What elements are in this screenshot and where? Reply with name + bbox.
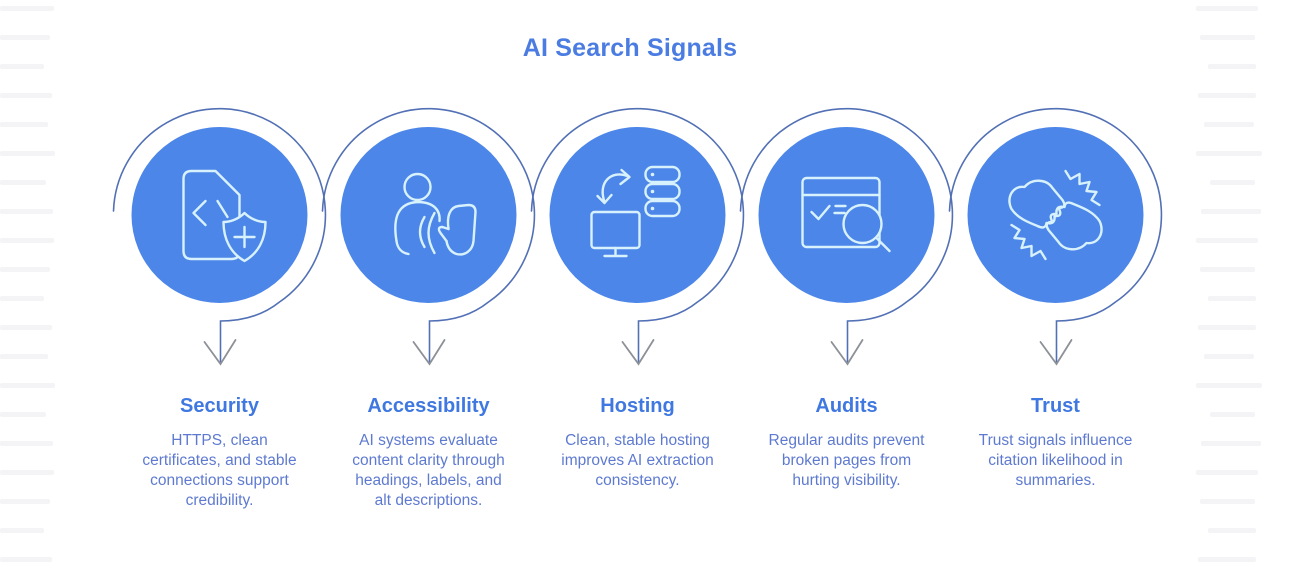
signal-label: Audits [815, 395, 878, 417]
browser-check-magnifier-icon [801, 176, 891, 253]
background-text-stripe [0, 354, 48, 359]
background-text-stripe [1208, 528, 1256, 533]
background-text-stripe [1200, 499, 1255, 504]
accessibility-graphic [321, 107, 536, 365]
signals-row: Security HTTPS, clean certificates, and … [112, 100, 1163, 512]
background-text-stripes-left [0, 6, 58, 572]
background-text-stripe [1208, 296, 1256, 301]
signal-item-accessibility: Accessibility AI systems evaluate conten… [321, 100, 536, 512]
signal-description: Regular audits prevent broken pages from… [768, 432, 925, 490]
hosting-disc [549, 127, 726, 303]
background-text-stripe [1200, 35, 1255, 40]
signal-item-hosting: Hosting Clean, stable hosting improves A… [530, 100, 745, 512]
background-text-stripe [1198, 325, 1256, 330]
person-voice-hand-icon [394, 172, 477, 256]
background-text-stripe [0, 6, 54, 11]
security-graphic [112, 107, 327, 365]
background-text-stripe [0, 557, 52, 562]
background-text-stripe [1196, 383, 1262, 388]
background-text-stripe [1196, 470, 1258, 475]
background-text-stripe [1201, 441, 1261, 446]
background-text-stripe [0, 528, 44, 533]
background-text-stripe [1198, 93, 1256, 98]
background-text-stripe [1201, 209, 1261, 214]
monitor-server-sync-icon [590, 165, 681, 258]
signal-item-trust: Trust Trust signals influence citation l… [948, 100, 1163, 512]
signal-item-audits: Audits Regular audits prevent broken pag… [739, 100, 954, 512]
background-text-stripe [0, 499, 50, 504]
background-text-stripe [1208, 64, 1256, 69]
background-text-stripe [1200, 267, 1255, 272]
audits-graphic [739, 107, 954, 365]
background-text-stripe [1196, 238, 1258, 243]
background-text-stripe [0, 35, 50, 40]
background-text-stripe [1210, 180, 1255, 185]
background-text-stripe [0, 412, 46, 417]
background-text-stripe [1204, 354, 1254, 359]
security-disc [131, 127, 308, 303]
trust-graphic [948, 107, 1163, 365]
handshake-icon [1008, 169, 1103, 261]
background-text-stripe [1196, 151, 1262, 156]
background-text-stripe [0, 122, 48, 127]
background-text-stripe [1198, 557, 1256, 562]
background-text-stripe [1196, 6, 1258, 11]
signal-item-security: Security HTTPS, clean certificates, and … [112, 100, 327, 512]
hosting-graphic [530, 107, 745, 365]
accessibility-disc [340, 127, 517, 303]
signal-description: AI systems evaluate content clarity thro… [352, 432, 505, 510]
signal-label: Trust [1031, 395, 1080, 417]
signal-label: Hosting [600, 395, 675, 417]
background-text-stripe [0, 441, 53, 446]
background-text-stripe [0, 296, 44, 301]
background-text-stripe [0, 267, 50, 272]
background-text-stripe [0, 209, 53, 214]
background-text-stripe [1210, 412, 1255, 417]
signal-description: HTTPS, clean certificates, and stable co… [142, 432, 297, 510]
signal-description: Trust signals influence citation likelih… [978, 432, 1133, 490]
background-text-stripes-right [1196, 6, 1266, 572]
background-text-stripe [0, 64, 44, 69]
background-text-stripe [1204, 122, 1254, 127]
background-text-stripe [0, 470, 54, 475]
background-text-stripe [0, 151, 55, 156]
background-text-stripe [0, 180, 46, 185]
signal-label: Accessibility [367, 395, 490, 417]
background-text-stripe [0, 383, 55, 388]
background-text-stripe [0, 93, 52, 98]
signal-label: Security [180, 395, 259, 417]
background-text-stripe [0, 325, 52, 330]
signal-description: Clean, stable hosting improves AI extrac… [561, 432, 714, 490]
background-text-stripe [0, 238, 54, 243]
document-code-shield-icon [182, 169, 267, 263]
page-title: AI Search Signals [522, 34, 738, 62]
